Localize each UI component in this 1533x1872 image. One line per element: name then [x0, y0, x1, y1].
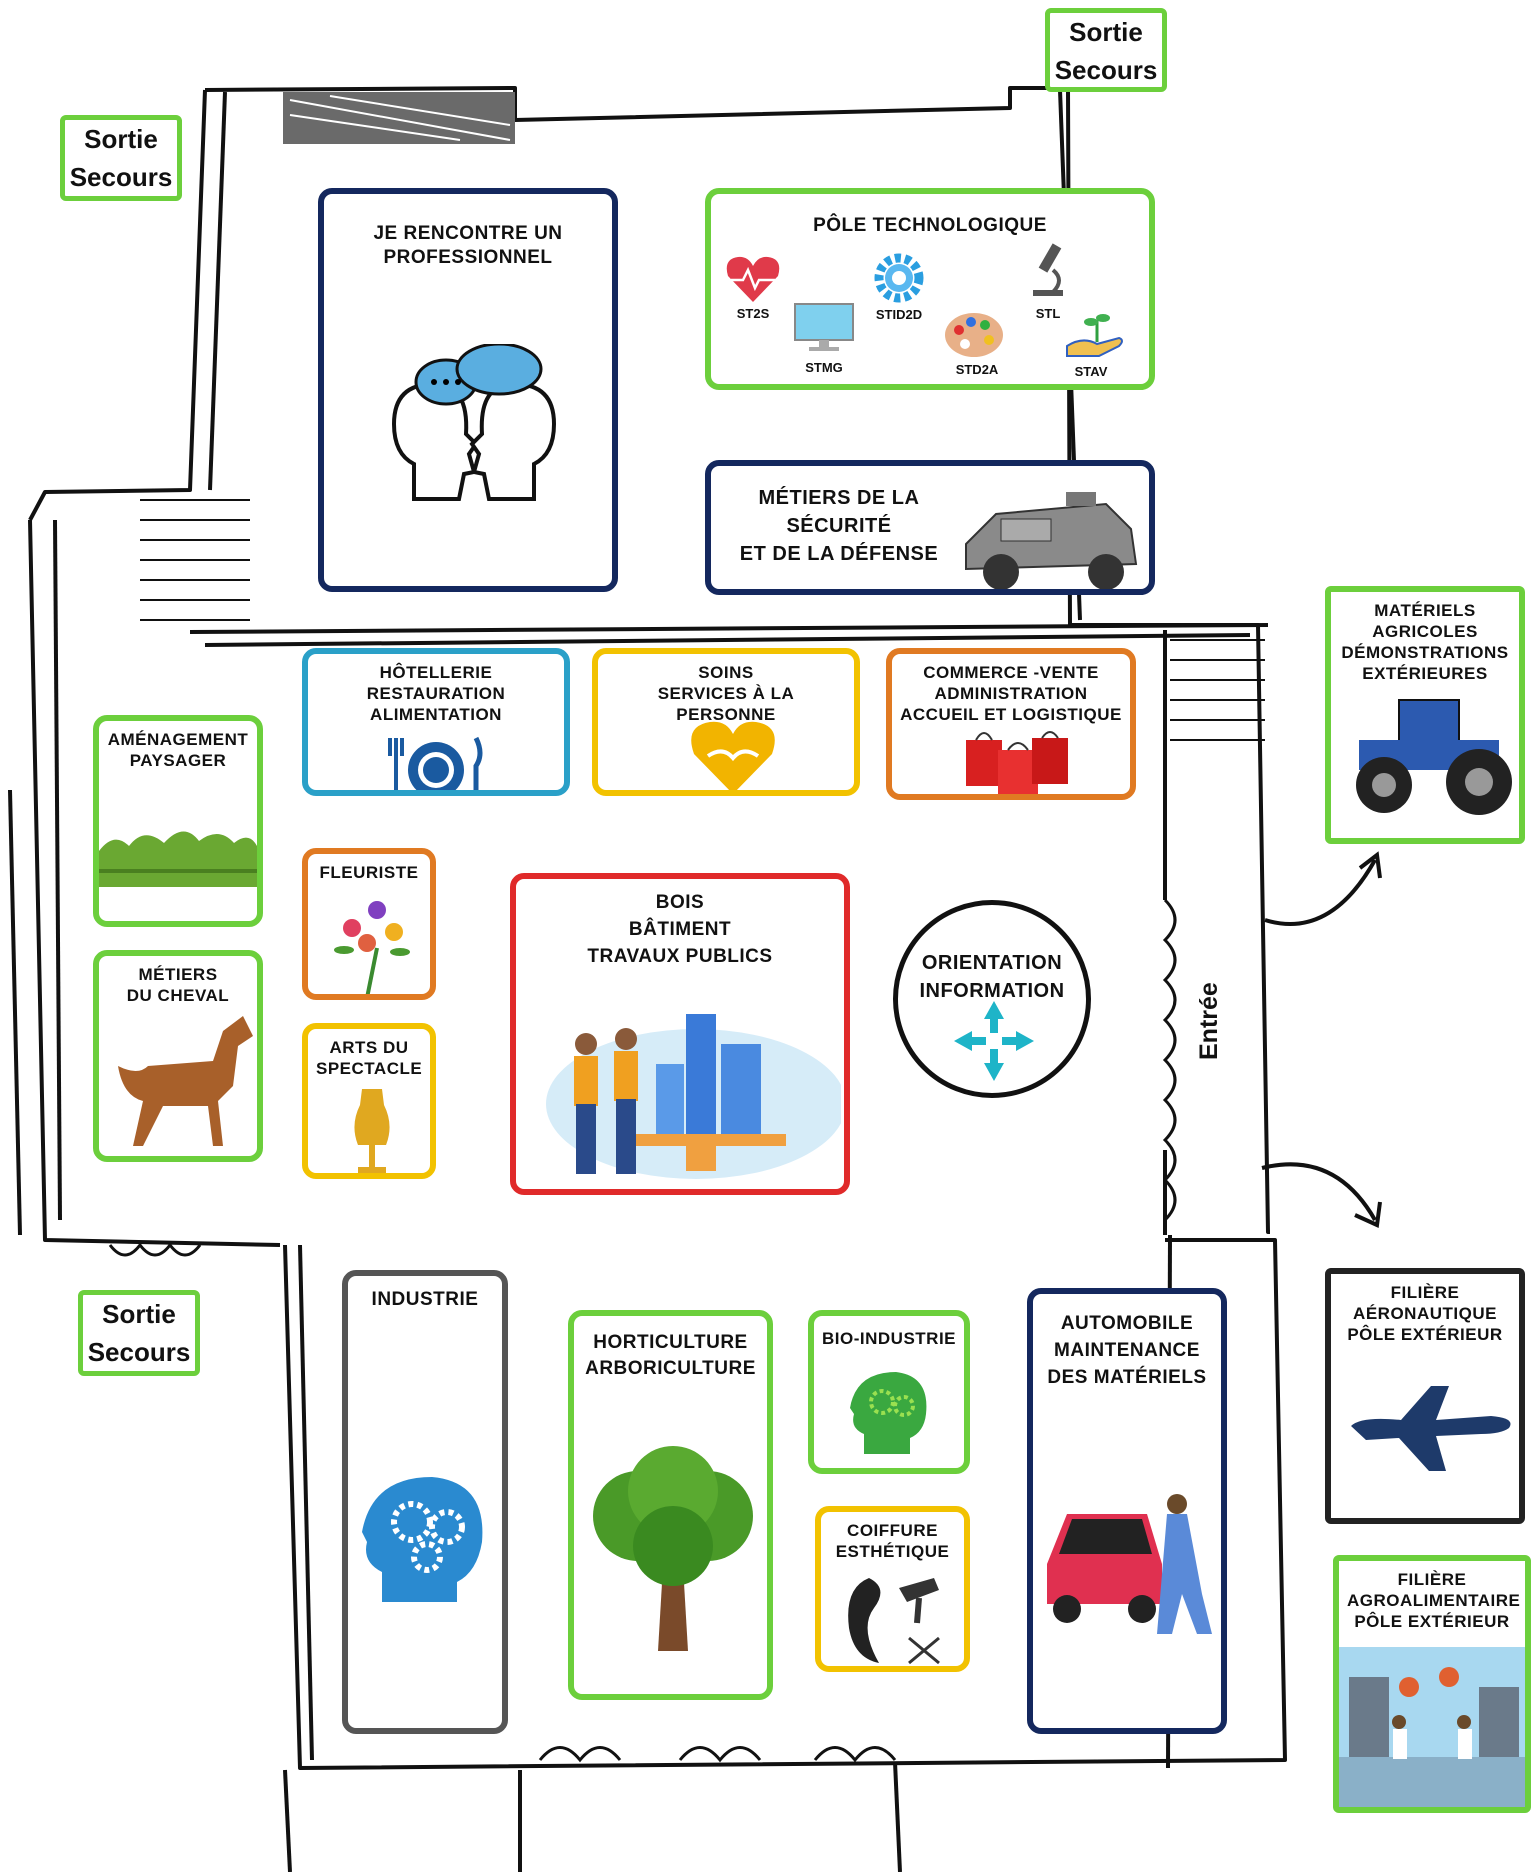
option-std2a: STD2A: [955, 362, 999, 377]
hand-plant-icon: [1066, 314, 1123, 357]
microscope-icon: [1033, 243, 1063, 296]
monitor-icon: [794, 303, 854, 351]
stand-bois-batiment[interactable]: BOIS BÂTIMENT TRAVAUX PUBLICS: [510, 873, 850, 1195]
stand-amenagement-paysager[interactable]: AMÉNAGEMENT PAYSAGER: [93, 715, 263, 927]
emergency-exit-top-left: Sortie Secours: [60, 115, 182, 201]
factory-line-icon: [1339, 1647, 1525, 1807]
stand-industrie[interactable]: INDUSTRIE: [342, 1270, 508, 1734]
head-gears-icon: [362, 1477, 483, 1602]
tractor-icon: [1356, 699, 1512, 815]
stand-label: SOINS SERVICES À LA PERSONNE: [657, 663, 795, 724]
stand-professionnel[interactable]: JE RENCONTRE UN PROFESSIONNEL: [318, 188, 618, 592]
stand-pole-technologique[interactable]: PÔLE TECHNOLOGIQUE ST2S STMG STID2D STD2…: [705, 188, 1155, 390]
stand-agroalimentaire[interactable]: FILIÈRE AGROALIMENTAIRE PÔLE EXTÉRIEUR: [1333, 1555, 1531, 1813]
stand-orientation-information[interactable]: ORIENTATION INFORMATION: [893, 900, 1091, 1098]
military-vehicle-icon: [965, 492, 1138, 589]
stand-label: JE RENCONTRE UN PROFESSIONNEL: [373, 223, 563, 268]
stand-soins[interactable]: SOINS SERVICES À LA PERSONNE: [592, 648, 860, 796]
hairdresser-icon: [848, 1578, 940, 1665]
airplane-icon: [1351, 1386, 1511, 1471]
stand-automobile[interactable]: AUTOMOBILE MAINTENANCE DES MATÉRIELS: [1027, 1288, 1227, 1734]
builders-icon: [546, 1014, 841, 1179]
entrance-label: Entrée: [1195, 982, 1223, 1060]
stand-arts-spectacle[interactable]: ARTS DU SPECTACLE: [302, 1023, 436, 1179]
hedge-icon: [99, 831, 257, 887]
stand-label: MÉTIERS DE LA SÉCURITÉ ET DE LA DÉFENSE: [739, 487, 939, 565]
stand-label: MATÉRIELS AGRICOLES DÉMONSTRATIONS EXTÉR…: [1341, 601, 1509, 683]
stand-label: COMMERCE -VENTE ADMINISTRATION ACCUEIL E…: [900, 663, 1122, 724]
option-stav: STAV: [1074, 364, 1108, 379]
stand-bio-industrie[interactable]: BIO-INDUSTRIE: [808, 1310, 970, 1474]
plate-cutlery-icon: [388, 736, 483, 790]
option-stl: STL: [1035, 306, 1061, 321]
stand-label: FILIÈRE AGROALIMENTAIRE PÔLE EXTÉRIEUR: [1347, 1570, 1521, 1631]
heart-hands-icon: [691, 721, 775, 790]
heart-pulse-icon: [726, 256, 780, 302]
talking-heads-icon: [391, 344, 557, 501]
stand-label: INDUSTRIE: [371, 1289, 479, 1310]
tree-icon: [593, 1446, 753, 1651]
shopping-bags-icon: [966, 731, 1068, 794]
emergency-exit-bottom-left: Sortie Secours: [78, 1290, 200, 1376]
stand-label: AUTOMOBILE MAINTENANCE DES MATÉRIELS: [1047, 1313, 1207, 1388]
gear-icon: [874, 253, 924, 303]
stand-label: PÔLE TECHNOLOGIQUE: [813, 215, 1047, 236]
stand-label: ARTS DU SPECTACLE: [316, 1038, 423, 1078]
stand-aeronautique[interactable]: FILIÈRE AÉRONAUTIQUE PÔLE EXTÉRIEUR: [1325, 1268, 1525, 1524]
stand-label: MÉTIERS DU CHEVAL: [126, 965, 230, 1005]
stand-label: HÔTELLERIE RESTAURATION ALIMENTATION: [366, 663, 506, 724]
stand-label: COIFFURE ESTHÉTIQUE: [835, 1521, 950, 1561]
stand-label: AMÉNAGEMENT PAYSAGER: [107, 730, 249, 770]
stand-label: BOIS BÂTIMENT TRAVAUX PUBLICS: [587, 892, 773, 967]
bouquet-icon: [334, 901, 410, 994]
stand-commerce[interactable]: COMMERCE -VENTE ADMINISTRATION ACCUEIL E…: [886, 648, 1136, 800]
option-stmg: STMG: [805, 360, 843, 375]
stand-label: ORIENTATION INFORMATION: [919, 952, 1065, 1002]
horse-icon: [118, 1016, 253, 1146]
compass-arrows-icon: [954, 1001, 1034, 1081]
stand-label: FLEURISTE: [319, 863, 419, 882]
stand-coiffure[interactable]: COIFFURE ESTHÉTIQUE: [815, 1506, 970, 1672]
stand-materiels-agricoles[interactable]: MATÉRIELS AGRICOLES DÉMONSTRATIONS EXTÉR…: [1325, 586, 1525, 844]
stand-securite-defense[interactable]: MÉTIERS DE LA SÉCURITÉ ET DE LA DÉFENSE: [705, 460, 1155, 595]
stand-hotellerie[interactable]: HÔTELLERIE RESTAURATION ALIMENTATION: [302, 648, 570, 796]
stand-label: BIO-INDUSTRIE: [822, 1329, 956, 1348]
stand-label: FILIÈRE AÉRONAUTIQUE PÔLE EXTÉRIEUR: [1347, 1283, 1503, 1344]
stand-fleuriste[interactable]: FLEURISTE: [302, 848, 436, 1000]
option-st2s: ST2S: [736, 306, 770, 321]
emergency-exit-top-right: Sortie Secours: [1045, 8, 1167, 92]
stand-horticulture[interactable]: HORTICULTURE ARBORICULTURE: [568, 1310, 773, 1700]
stand-metiers-cheval[interactable]: MÉTIERS DU CHEVAL: [93, 950, 263, 1162]
car-mechanic-icon: [1047, 1494, 1212, 1634]
mannequin-icon: [354, 1089, 390, 1173]
palette-icon: [945, 313, 1003, 357]
green-head-gears-icon: [850, 1372, 927, 1454]
option-stid2d: STID2D: [875, 307, 923, 322]
stand-label: HORTICULTURE ARBORICULTURE: [585, 1332, 756, 1379]
